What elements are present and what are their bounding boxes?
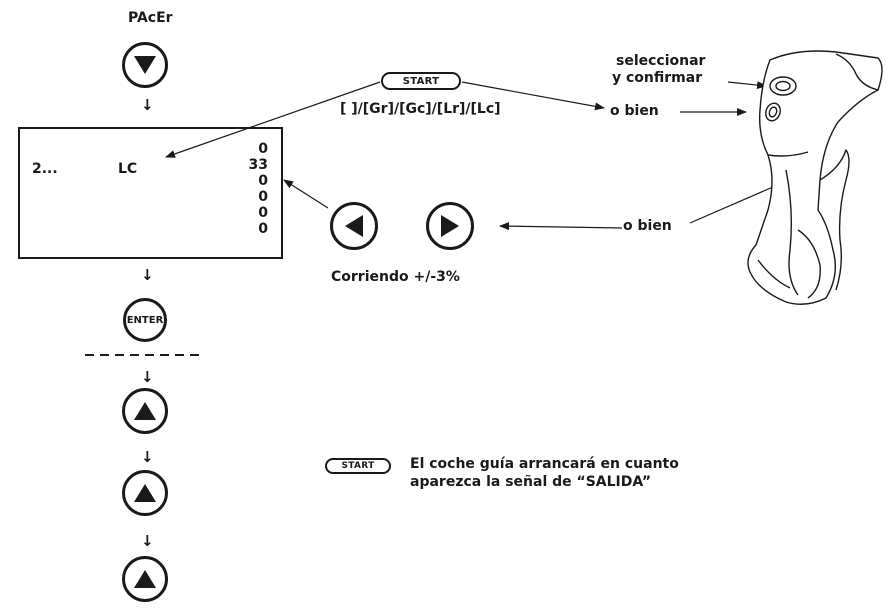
- display-left-text: 2...: [32, 161, 58, 177]
- start-note-label: START: [341, 461, 375, 471]
- select-confirm-label: seleccionar y confirmar: [612, 53, 705, 87]
- right-button[interactable]: [426, 202, 474, 250]
- lcd-display: 2... LC 0 33 0 0 0 0: [18, 127, 283, 259]
- arrow-start-to-lc: [165, 81, 381, 158]
- down-button[interactable]: [122, 42, 168, 88]
- arrow-obien-to-right-btn: [499, 222, 623, 231]
- flow-arrow-5: ↓: [141, 532, 154, 550]
- flow-arrow-2: ↓: [141, 266, 154, 284]
- left-button[interactable]: [330, 202, 378, 250]
- display-value: 0: [258, 141, 268, 157]
- speed-label: Corriendo +/-3%: [331, 269, 460, 285]
- triangle-up-icon: [134, 570, 156, 588]
- arrow-start-to-obien: [461, 81, 605, 111]
- select-confirm-line1: seleccionar: [616, 53, 706, 69]
- display-mode-text: LC: [118, 161, 138, 177]
- pacer-label: PAcEr: [128, 10, 173, 26]
- start-button[interactable]: START: [381, 72, 461, 90]
- start-button-note[interactable]: START: [325, 458, 391, 474]
- up-button-2[interactable]: [122, 470, 168, 516]
- triangle-up-icon: [134, 484, 156, 502]
- select-confirm-line2: y confirmar: [612, 70, 703, 86]
- display-value: 0: [258, 173, 268, 189]
- flow-arrow-1: ↓: [141, 96, 154, 114]
- display-value: 0: [258, 205, 268, 221]
- display-value: 0: [258, 189, 268, 205]
- arrow-left-btn-to-display: [283, 179, 329, 209]
- start-label: START: [402, 75, 440, 87]
- controller-illustration: [747, 50, 883, 305]
- enter-button[interactable]: ENTER: [123, 298, 167, 342]
- up-button-1[interactable]: [122, 388, 168, 434]
- display-value: 33: [248, 157, 268, 173]
- or-label-top: o bien: [610, 103, 659, 119]
- up-button-3[interactable]: [122, 556, 168, 602]
- note-line2: aparezca la señal de “SALIDA”: [410, 474, 652, 490]
- triangle-down-icon: [134, 56, 156, 74]
- flow-arrow-3: ↓: [141, 368, 154, 386]
- display-values: 0 33 0 0 0 0: [232, 141, 268, 237]
- triangle-up-icon: [134, 402, 156, 420]
- flow-arrow-4: ↓: [141, 448, 154, 466]
- arrow-select-to-button: [727, 81, 767, 90]
- or-label-mid: o bien: [623, 218, 672, 234]
- triangle-left-icon: [345, 215, 363, 237]
- note-text: El coche guía arrancará en cuanto aparez…: [410, 455, 679, 491]
- mode-options: [ ]/[Gr]/[Gc]/[Lr]/[Lc]: [340, 101, 501, 117]
- note-line1: El coche guía arrancará en cuanto: [410, 456, 679, 472]
- enter-label: ENTER: [126, 314, 164, 326]
- display-value: 0: [258, 221, 268, 237]
- triangle-right-icon: [441, 215, 459, 237]
